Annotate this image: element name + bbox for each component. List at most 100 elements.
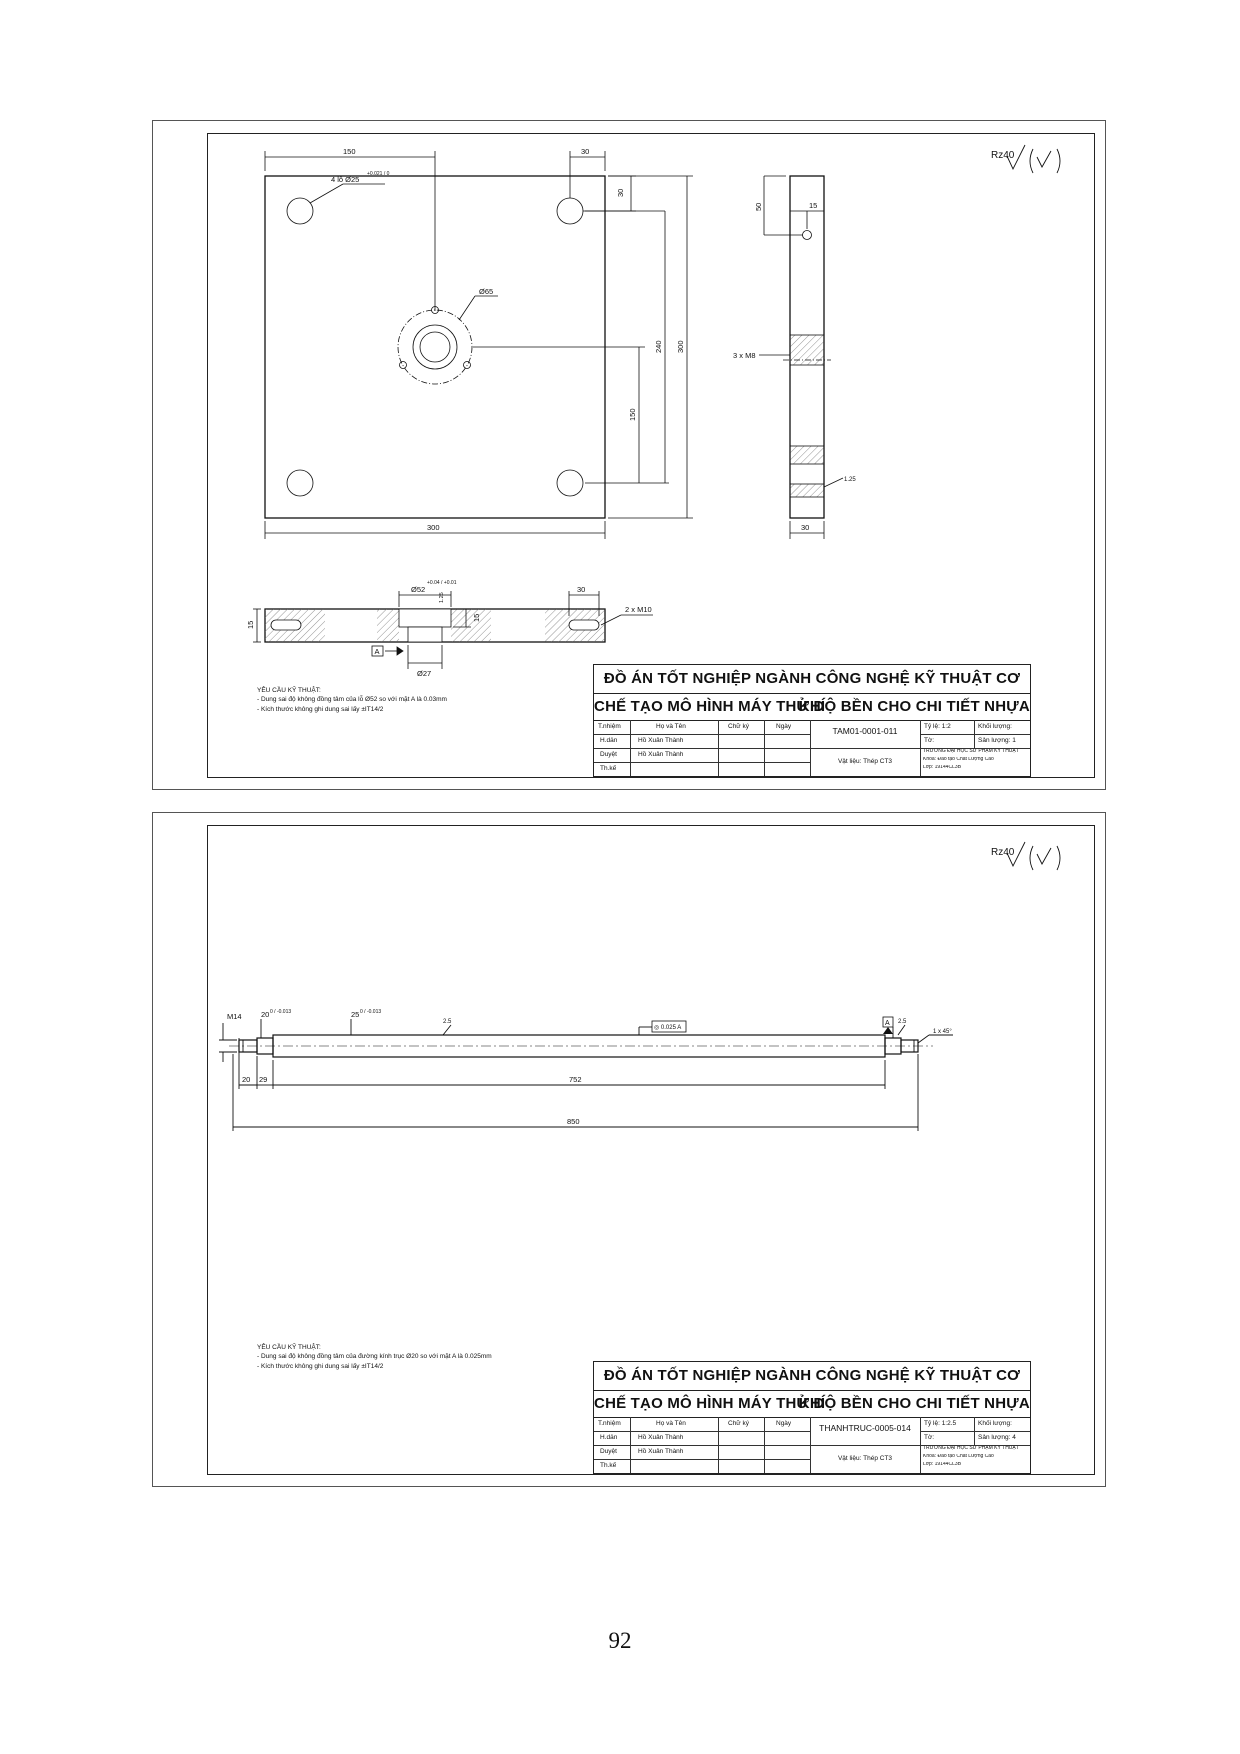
- cell-name-header: Họ và Tên: [656, 723, 686, 730]
- dim-d52: Ø52: [411, 585, 425, 594]
- material: Vật liệu: Thép CT3: [837, 1455, 893, 1462]
- dim-300: 300: [427, 523, 440, 532]
- cell-role-header: T.nhiệm: [598, 1420, 621, 1427]
- dim-m14: M14: [227, 1012, 242, 1021]
- cell-sign-header: Chữ ký: [728, 1420, 749, 1427]
- cell-name: Hồ Xuân Thành: [638, 1448, 684, 1455]
- drawing-sheet-shaft: Rz40 M14 20 0 / -0.013 25 0 / -0.013 2.5…: [152, 812, 1106, 1487]
- cell-role: Th.kế: [600, 765, 617, 772]
- cell-sign-header: Chữ ký: [728, 723, 749, 730]
- cell-role-header: T.nhiệm: [598, 723, 621, 730]
- dim-150: 150: [628, 408, 637, 421]
- title-block: ĐỒ ÁN TỐT NGHIỆP NGÀNH CÔNG NGHỆ KỸ THUẬ…: [593, 664, 1031, 777]
- roughness-label: Rz40: [991, 150, 1015, 161]
- roughness-symbol: [1006, 144, 1061, 174]
- dim-25: 25: [351, 1010, 359, 1019]
- requirements-title: YÊU CẦU KỸ THUẬT:: [257, 1344, 321, 1351]
- drawing-border: [207, 133, 1095, 778]
- concentricity-frame: [651, 1020, 687, 1033]
- dim-20: 20: [261, 1010, 269, 1019]
- shaft-drawing: Rz40 M14 20 0 / -0.013 25 0 / -0.013 2.5…: [219, 841, 1061, 1131]
- datum-a: A: [885, 1020, 890, 1027]
- sheet-number: Tờ:: [924, 737, 935, 744]
- cell-role: Duyệt: [600, 1448, 617, 1455]
- cell-role: Duyệt: [600, 751, 617, 758]
- cell-name: Hồ Xuân Thành: [638, 737, 684, 744]
- dim-d27: Ø27: [417, 669, 431, 678]
- cell-name-header: Họ và Tên: [656, 1420, 686, 1427]
- concentricity-tolerance: ◎ 0.025 A: [654, 1025, 681, 1031]
- title-block-title: ĐỒ ÁN TỐT NGHIỆP NGÀNH CÔNG NGHỆ KỸ THUẬ…: [594, 1362, 1030, 1412]
- title-block-grid: T.nhiệm Họ và Tên Chữ ký Ngày H.dẫn Hồ X…: [594, 1417, 1030, 1473]
- dim-29: 29: [259, 1075, 267, 1084]
- material: Vật liệu: Thép CT3: [837, 758, 893, 765]
- drawing-border: [207, 825, 1095, 1475]
- shaft-m14-end: [900, 1039, 919, 1053]
- dim-30: 30: [801, 523, 809, 532]
- scale: Tỷ lệ: 1:2.5: [924, 1420, 957, 1427]
- cell-name: Hồ Xuân Thành: [638, 751, 684, 758]
- cell-role: Th.kế: [600, 1462, 617, 1469]
- quantity: Sản lượng: 4: [978, 1434, 1016, 1441]
- cell-date-header: Ngày: [776, 1420, 792, 1427]
- center-bore: [419, 331, 451, 363]
- requirement-line: - Kích thước không ghi dung sai lấy ±IT1…: [257, 705, 384, 713]
- dim-d52-tol: +0.04 / +0.01: [427, 580, 457, 586]
- title-block-subtitle: CHẾ TẠO MÔ HÌNH MÁY THỬ ĐỘ BỀN CHO CHI T…: [594, 1390, 1030, 1418]
- title-block-grid: T.nhiệm Họ và Tên Chữ ký Ngày H.dẫn Hồ X…: [594, 720, 1030, 776]
- dim-15: 15: [472, 614, 481, 622]
- dim-150: 150: [343, 147, 356, 156]
- cell-role: H.dẫn: [600, 737, 618, 744]
- dim-15: 15: [246, 621, 255, 629]
- corner-hole: [286, 197, 314, 225]
- faculty: Khoa: Đào tạo Chất Lượng Cao: [923, 1454, 994, 1459]
- mass: Khối lượng:: [978, 1420, 1012, 1427]
- dim-752: 752: [569, 1075, 582, 1084]
- dim-holes-tol: +0.021 / 0: [367, 171, 390, 177]
- technical-requirements: YÊU CẦU KỸ THUẬT: - Dung sai độ không đồ…: [257, 1343, 492, 1371]
- dim-300: 300: [676, 340, 685, 353]
- dim-2-5: 2.5: [443, 1019, 452, 1025]
- mass: Khối lượng:: [978, 723, 1012, 730]
- base-plate-drawing: Rz40 150 30 30 4 lỗ Ø25 +0.021 / 0 Ø65 2…: [246, 144, 1061, 678]
- dim-chamfer: 1 x 45°: [933, 1029, 952, 1035]
- dim-240: 240: [654, 340, 663, 353]
- title-block-title: ĐỒ ÁN TỐT NGHIỆP NGÀNH CÔNG NGHỆ KỸ THUẬ…: [594, 665, 1030, 715]
- sheet-number: Tờ:: [924, 1434, 935, 1441]
- drawing-code: TAM01-0001-011: [832, 727, 898, 736]
- dim-2xm10: 2 x M10: [625, 605, 652, 614]
- dim-3xm8: 3 x M8: [733, 351, 756, 360]
- dim-20-tol: 0 / -0.013: [270, 1009, 291, 1015]
- page-number: 92: [608, 1628, 632, 1653]
- m10-slot: [568, 619, 600, 631]
- dim-1-25: 1.25: [844, 477, 856, 483]
- dim-1-25: 1.25: [439, 592, 445, 603]
- drawing-code: THANHTRUC-0005-014: [819, 1424, 911, 1433]
- m8-hole: [399, 361, 407, 369]
- datum-a: A: [375, 647, 380, 656]
- title-block: ĐỒ ÁN TỐT NGHIỆP NGÀNH CÔNG NGHỆ KỸ THUẬ…: [593, 1361, 1031, 1474]
- requirement-line: - Kích thước không ghi dung sai lấy ±IT1…: [257, 1362, 384, 1370]
- school: TRƯỜNG ĐẠI HỌC SƯ PHẠM KỸ THUẬT: [923, 749, 1019, 754]
- class: Lớp: 19144CL3B: [923, 1462, 962, 1467]
- drawing-sheet-base-plate: Rz40 150 30 30 4 lỗ Ø25 +0.021 / 0 Ø65 2…: [152, 120, 1106, 790]
- class: Lớp: 19144CL3B: [923, 765, 962, 770]
- roughness-symbol: [1006, 841, 1061, 871]
- cell-date-header: Ngày: [776, 723, 792, 730]
- scale: Tỷ lệ: 1:2: [924, 723, 951, 730]
- requirement-line: - Dung sai độ không đồng tâm của lỗ Ø52 …: [257, 696, 447, 704]
- quantity: Sản lượng: 1: [978, 737, 1016, 744]
- title-block-subtitle: CHẾ TẠO MÔ HÌNH MÁY THỬ ĐỘ BỀN CHO CHI T…: [594, 693, 1030, 721]
- dim-20: 20: [242, 1075, 250, 1084]
- dim-d65: Ø65: [479, 287, 493, 296]
- dim-50: 50: [754, 203, 763, 211]
- dim-30: 30: [577, 585, 585, 594]
- dim-2-5: 2.5: [898, 1019, 907, 1025]
- cell-role: H.dẫn: [600, 1434, 618, 1441]
- dim-holes: 4 lỗ Ø25: [331, 175, 359, 184]
- dim-30: 30: [581, 147, 589, 156]
- faculty: Khoa: Đào tạo Chất Lượng Cao: [923, 757, 994, 762]
- requirements-title: YÊU CẦU KỸ THUẬT:: [257, 687, 321, 694]
- technical-requirements: YÊU CẦU KỸ THUẬT: - Dung sai độ không đồ…: [257, 686, 447, 714]
- requirement-line: - Dung sai độ không đồng tâm của đường k…: [257, 1353, 492, 1361]
